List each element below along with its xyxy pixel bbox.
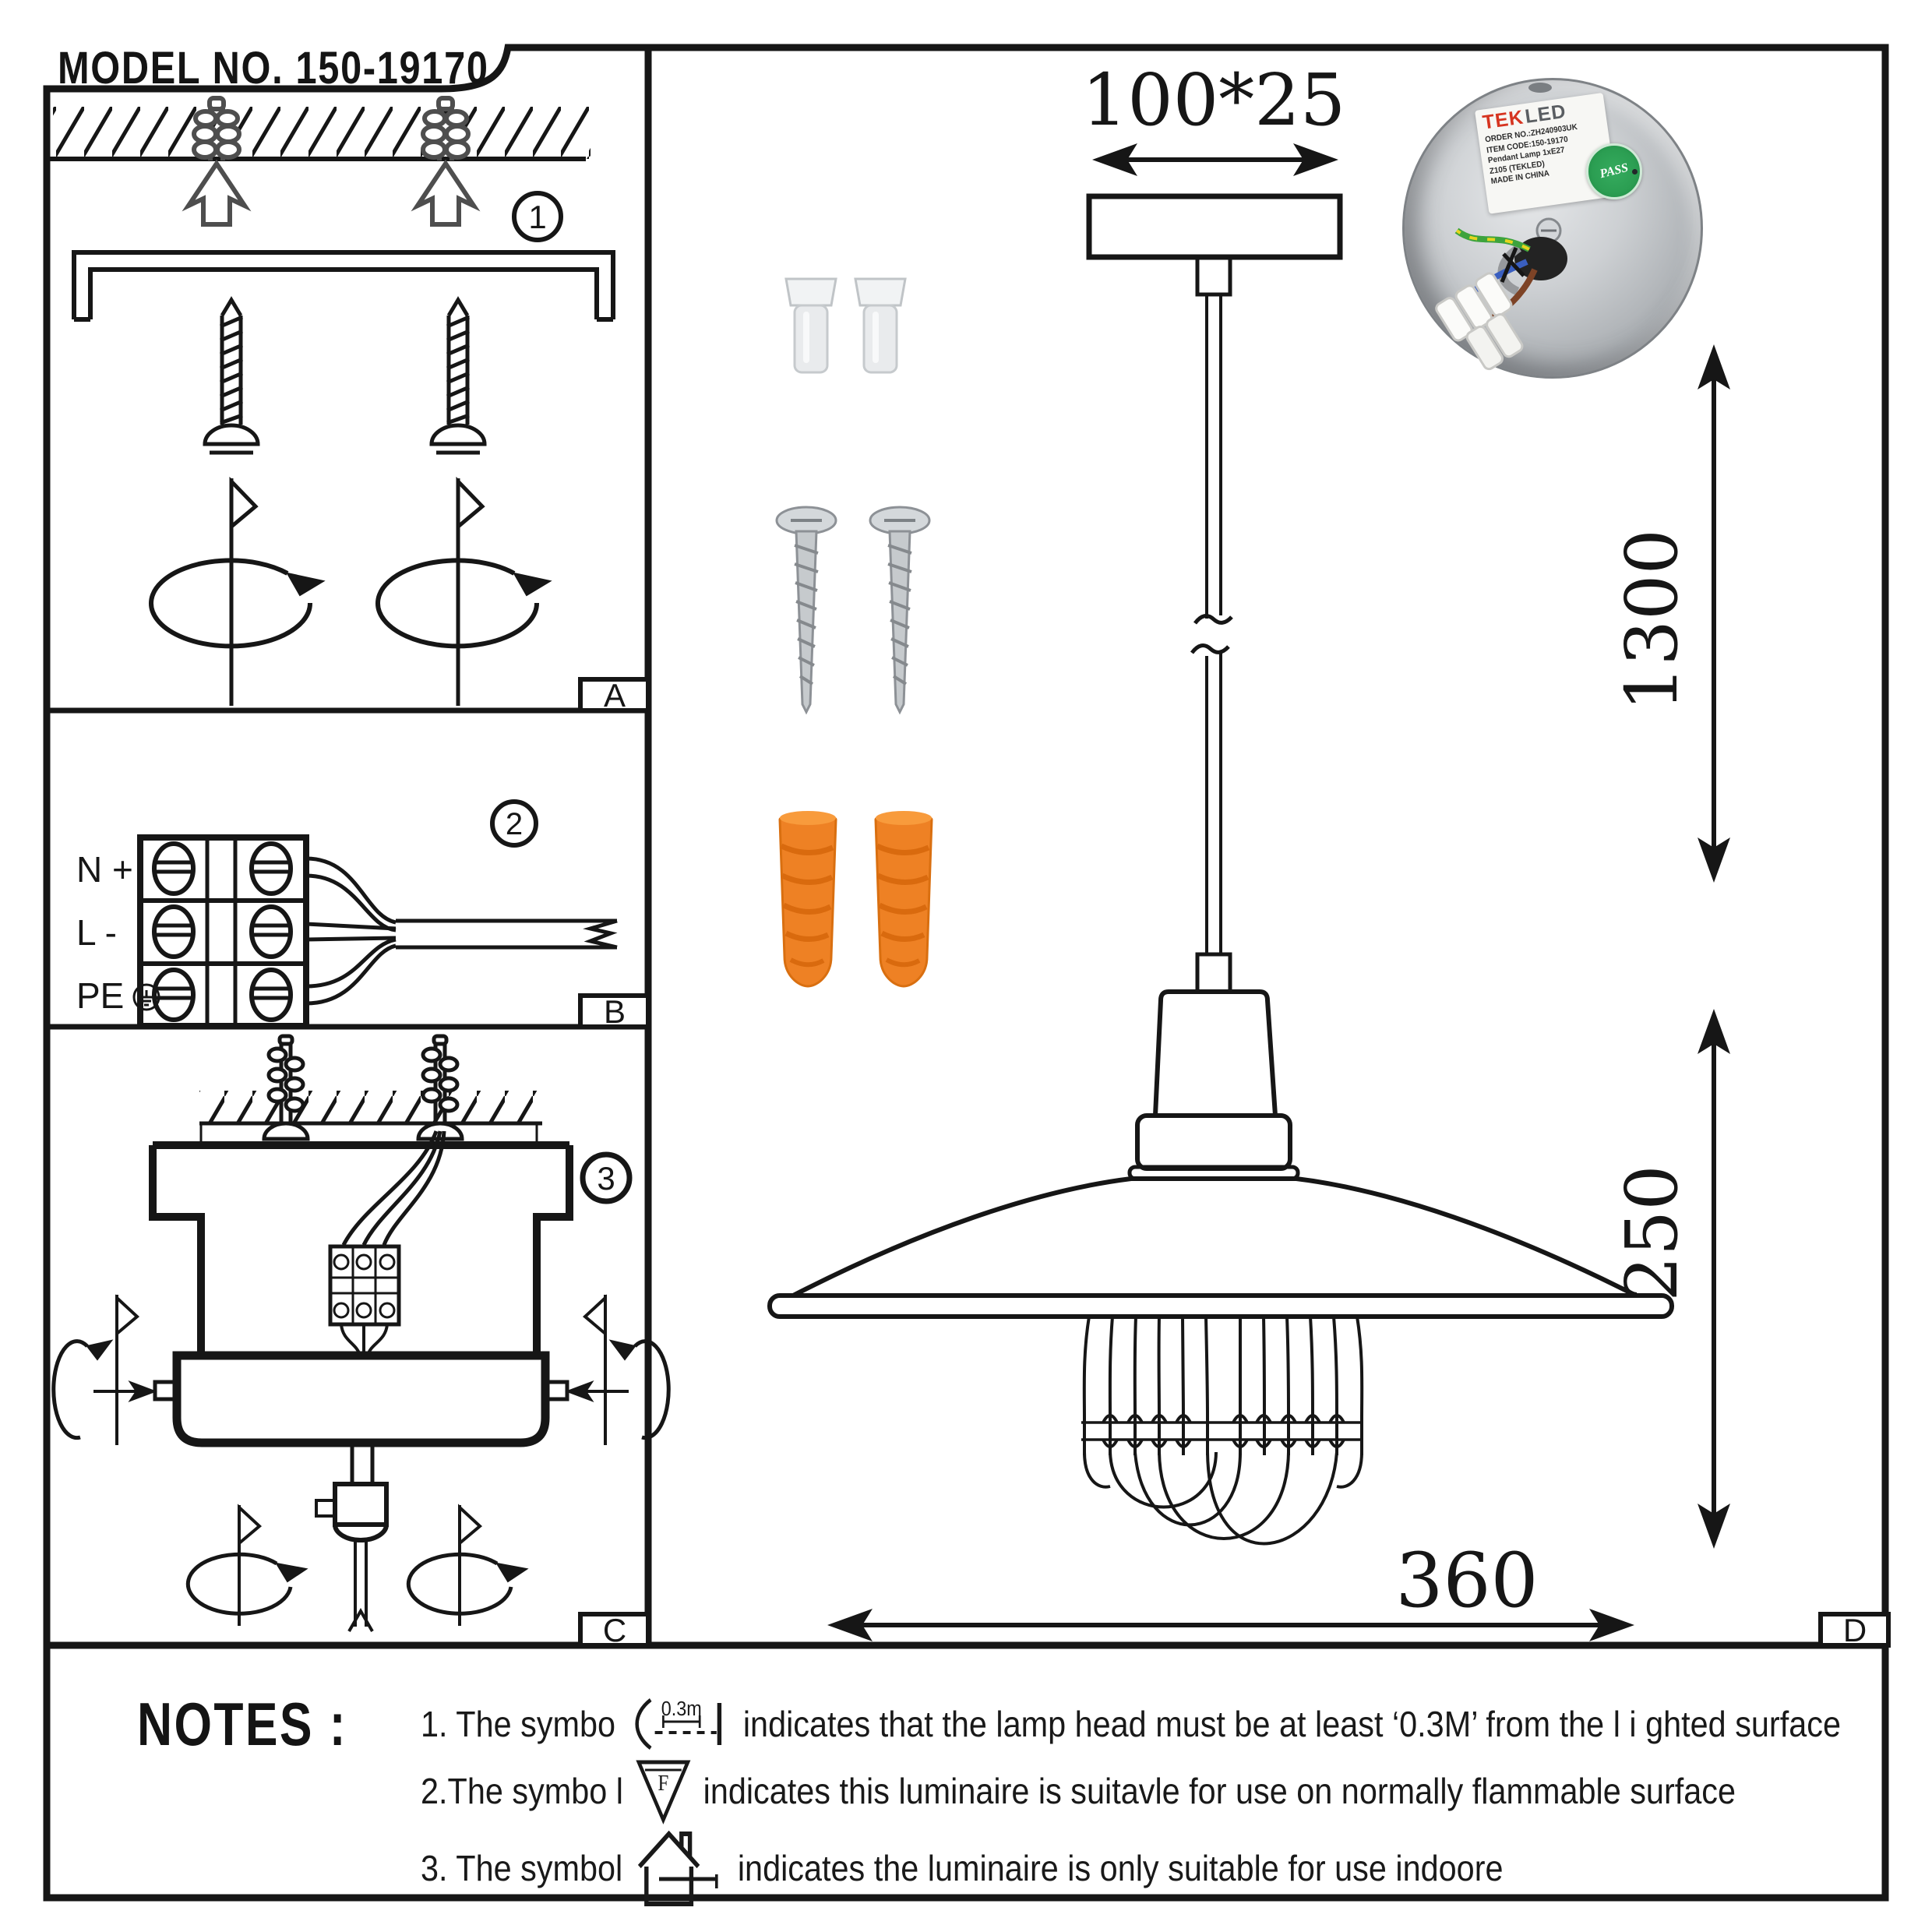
wire-connector-icon xyxy=(784,277,837,374)
screw-icon xyxy=(869,506,931,714)
panel-label-c: C xyxy=(603,1612,626,1648)
wire-connector-icon xyxy=(854,277,907,374)
pendant-lamp-drawing xyxy=(767,143,1730,1641)
mini-terminal-block xyxy=(328,1244,401,1356)
section-c-drawing: 3 xyxy=(54,1036,668,1632)
dim-height: 250 xyxy=(1610,1165,1694,1302)
flammable-surface-icon: F xyxy=(636,1760,691,1824)
photo-terminal-block xyxy=(1435,272,1524,371)
screw-icon xyxy=(432,300,485,453)
ceiling-hatch xyxy=(53,107,591,159)
ceiling-rose-hole xyxy=(1528,83,1552,93)
cord-grip xyxy=(315,1443,389,1632)
note-1: 1. The symbo 0.3m indicates that the lam… xyxy=(421,1692,1841,1756)
wires-to-terminal xyxy=(341,1130,446,1246)
note-1-pre: 1. The symbo xyxy=(421,1704,616,1744)
panel-label-b: B xyxy=(604,993,626,1030)
wall-plug-icon xyxy=(780,811,836,986)
supply-cable xyxy=(305,856,618,1006)
section-b-drawing: N + L - PE xyxy=(76,799,618,1029)
note-3-pre: 3. The symbol xyxy=(421,1848,623,1888)
dim-canopy: 100*25 xyxy=(1082,58,1346,142)
screw-icon xyxy=(775,506,837,714)
note-2-pre: 2.The symbo l xyxy=(421,1771,624,1811)
section-a-drawing: 1 xyxy=(50,98,615,706)
wire-label-n: N + xyxy=(76,849,133,890)
bulb-cage xyxy=(1081,1316,1364,1546)
note-1-post: indicates that the lamp head must be at … xyxy=(742,1704,1841,1744)
panel-label-d: D xyxy=(1843,1612,1867,1648)
step-3-badge xyxy=(580,1151,633,1204)
turn-arrow-icon xyxy=(188,1505,306,1626)
page-title: MODEL NO. 150-19170 xyxy=(58,43,489,93)
step-2-badge xyxy=(490,799,538,848)
dim-width: 360 xyxy=(1395,1537,1538,1624)
step-1-badge xyxy=(512,191,563,242)
terminal-block xyxy=(137,834,309,1029)
panel-label-a: A xyxy=(604,677,626,714)
min-distance-value: 0.3m xyxy=(661,1698,702,1720)
pass-text: PASS xyxy=(1598,160,1630,182)
step-1-number: 1 xyxy=(528,199,546,235)
min-distance-icon: 0.3m xyxy=(635,1698,721,1750)
note-2: 2.The symbo l F indicates this luminaire… xyxy=(421,1757,1736,1824)
mounting-bracket xyxy=(72,250,615,322)
step-2-number: 2 xyxy=(506,807,523,841)
wall-plug-icon xyxy=(876,811,932,986)
note-2-post: indicates this luminaire is suitavle for… xyxy=(703,1771,1736,1811)
flammable-symbol-letter: F xyxy=(658,1771,668,1796)
indoor-use-icon xyxy=(637,1830,718,1906)
turn-arrow-icon xyxy=(567,1295,668,1445)
parts-column xyxy=(775,277,932,986)
photo-wiring xyxy=(1435,217,1567,371)
canopy xyxy=(153,1351,569,1447)
turn-arrow-icon xyxy=(151,478,323,706)
pass-badge: PASS xyxy=(1586,143,1642,199)
note-3-post: indicates the luminaire is only suitable… xyxy=(737,1848,1504,1888)
turn-arrow-icon xyxy=(54,1295,155,1445)
bracket-profile xyxy=(149,1141,573,1356)
turn-arrow-icon xyxy=(408,1505,527,1626)
notes-heading: NOTES : xyxy=(137,1690,347,1758)
screw-icon xyxy=(205,300,258,453)
ceiling-hatch xyxy=(199,1091,542,1123)
step-3-number: 3 xyxy=(597,1160,615,1197)
dim-drop: 1300 xyxy=(1610,529,1694,711)
wire-label-pe: PE xyxy=(76,975,124,1016)
turn-arrow-icon xyxy=(378,478,550,706)
wire-label-l: L - xyxy=(76,912,117,953)
note-3: 3. The symbol indicates the luminaire is… xyxy=(421,1826,1504,1910)
